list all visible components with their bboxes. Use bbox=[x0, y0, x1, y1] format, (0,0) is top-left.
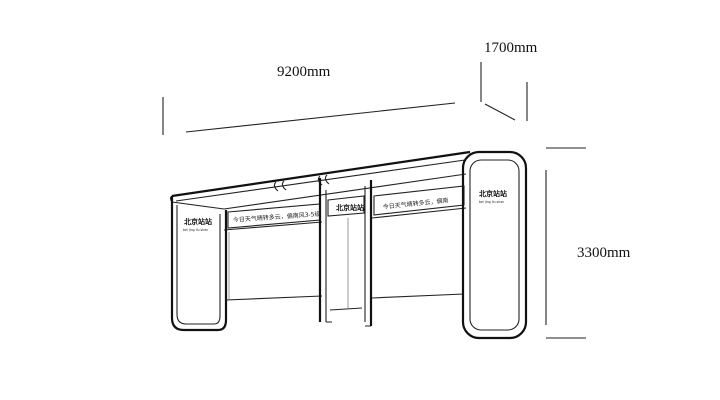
left-sign-subtitle: bei jing liu shan bbox=[183, 228, 208, 232]
roof-front-edge bbox=[171, 150, 471, 198]
left-sign-title: 北京站站 bbox=[184, 217, 212, 226]
left-ticker-text: 今日天气晴转多云，偏南风3-5级 bbox=[233, 210, 321, 224]
roof-joint-1 bbox=[273, 181, 279, 192]
right-sign-title: 北京站站 bbox=[479, 189, 507, 198]
mid-post-feet bbox=[326, 321, 371, 327]
right-sign-subtitle: bei jing liu shan bbox=[479, 200, 504, 204]
depth-label: 1700mm bbox=[484, 40, 538, 56]
right-panel-inner bbox=[469, 159, 520, 331]
right-back-top bbox=[371, 207, 467, 219]
length-dimension-line bbox=[185, 102, 456, 133]
right-back-bottom bbox=[371, 293, 465, 299]
roof-joint-4 bbox=[324, 174, 330, 185]
mid-base-line bbox=[329, 307, 363, 311]
left-back-top bbox=[223, 221, 323, 231]
depth-dimension-line bbox=[484, 103, 516, 121]
roof-joint-2 bbox=[281, 180, 287, 191]
right-panel-outline bbox=[461, 150, 528, 340]
left-end-panel bbox=[170, 196, 228, 332]
left-panel-inner bbox=[176, 205, 221, 325]
height-label: 3300mm bbox=[577, 245, 631, 261]
roof-underside-line bbox=[223, 173, 467, 210]
length-label: 9200mm bbox=[277, 64, 331, 80]
right-end-panel bbox=[461, 150, 528, 340]
left-back-bottom bbox=[225, 295, 323, 301]
mid-sign-frame bbox=[327, 195, 365, 217]
roof-joint-3 bbox=[317, 175, 323, 186]
right-ticker-text: 今日天气晴转多云，偏南 bbox=[382, 196, 448, 211]
left-panel-outline bbox=[170, 196, 228, 332]
middle-column bbox=[318, 178, 373, 327]
dimension-lines bbox=[162, 62, 586, 339]
mid-sign-title: 北京站站 bbox=[336, 203, 364, 212]
